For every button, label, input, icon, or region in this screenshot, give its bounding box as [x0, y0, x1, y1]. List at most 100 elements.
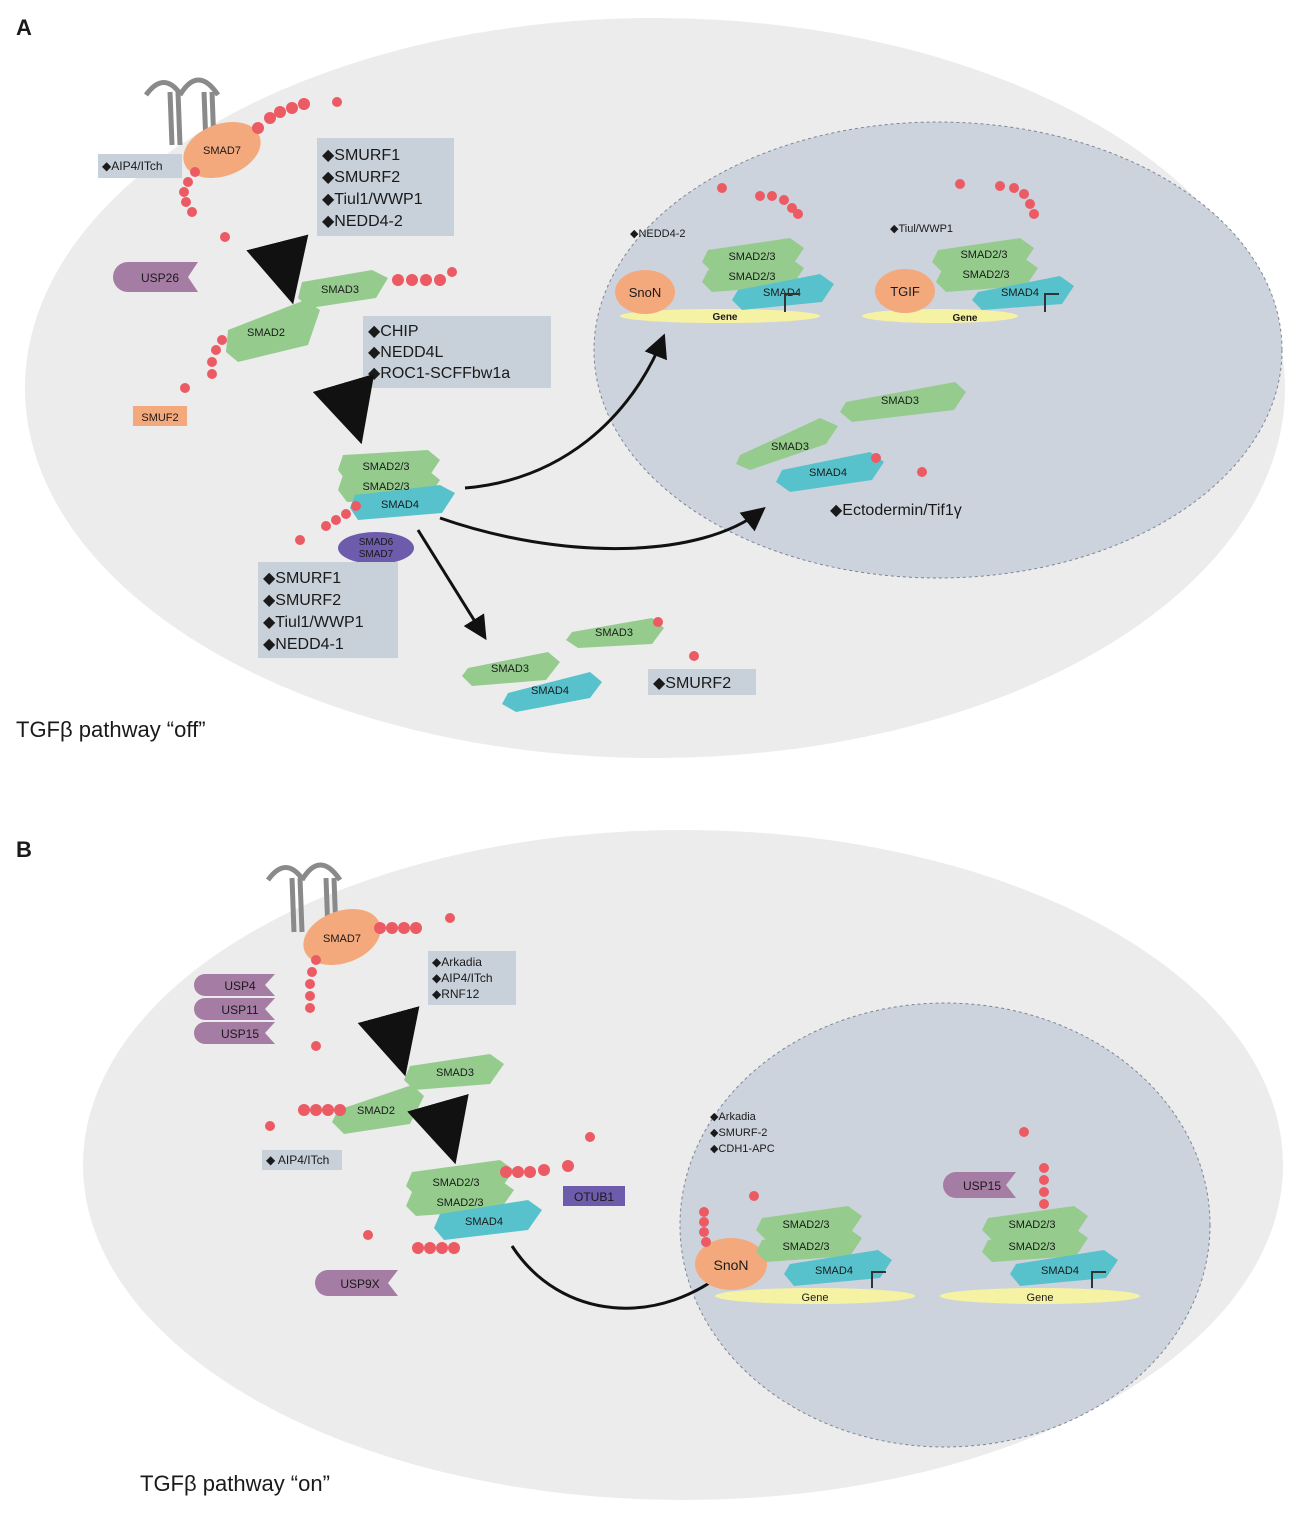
smad23-label: SMAD2/3	[782, 1219, 829, 1231]
list-item: ◆NEDD4-2	[322, 213, 403, 230]
smad4	[502, 672, 602, 712]
list-item: ◆Arkadia	[710, 1111, 757, 1123]
usp15	[943, 1172, 1016, 1198]
list-item: ◆RNF12	[432, 987, 480, 1001]
smad4-label: SMAD4	[1041, 1265, 1079, 1277]
list-item: ◆CDH1-APC	[710, 1143, 775, 1155]
smad23-label: SMAD2/3	[960, 249, 1007, 261]
arkadia-box	[428, 951, 516, 1005]
arrow-icon	[416, 529, 487, 641]
list-item: ◆Tiul1/WWP1	[322, 191, 423, 208]
panel-caption: TGFβ pathway “off”	[16, 717, 206, 742]
smad23-label: SMAD2/3	[962, 269, 1009, 281]
smad2	[332, 1085, 424, 1134]
smad23-label: SMAD2/3	[362, 481, 409, 493]
ub-icon	[689, 651, 699, 661]
smuf2	[133, 406, 187, 426]
smad23-label: SMAD2/3	[782, 1241, 829, 1253]
smad3-label: SMAD3	[321, 284, 359, 296]
list-item: ◆SMURF1	[322, 147, 400, 164]
smurf-box-top	[317, 138, 454, 236]
ubiquitin-chain	[180, 267, 457, 393]
ubiquitin-chain	[717, 179, 1039, 219]
smad7-label: SMAD7	[203, 145, 241, 157]
usp15-label: USP15	[963, 1179, 1001, 1193]
smad-complex	[982, 1206, 1118, 1286]
aip4-box	[262, 1150, 342, 1170]
tiul-note: ◆Tiul/WWP1	[890, 223, 953, 235]
chip-box	[363, 316, 551, 388]
otub1	[563, 1186, 625, 1206]
smad3-label: SMAD3	[771, 441, 809, 453]
ub-icon	[917, 467, 927, 477]
usp26	[113, 262, 198, 292]
usp9x-label: USP9X	[340, 1277, 379, 1291]
smad23-label: SMAD2/3	[1008, 1241, 1055, 1253]
ubiquitin-chain	[699, 1191, 759, 1247]
aip4-box	[98, 154, 182, 178]
smad-complex	[756, 1206, 892, 1286]
usp26-label: USP26	[141, 271, 179, 285]
smad4-label: SMAD4	[531, 685, 569, 697]
gene-bar	[715, 1288, 915, 1304]
smad4-label: SMAD4	[1001, 287, 1039, 299]
panel-a: A SMAD7 ◆AIP4/ITch ◆SMURF1 ◆SMURF2	[16, 15, 1285, 758]
ubiquitin-chain	[305, 913, 455, 1051]
smad4-label: SMAD4	[465, 1216, 503, 1228]
gene-label: Gene	[952, 313, 977, 324]
usp11-label: USP11	[221, 1003, 258, 1017]
nedd42-note: ◆NEDD4-2	[630, 228, 686, 240]
smurf-box-bottom	[258, 562, 398, 658]
list-item: ◆SMURF-2	[710, 1127, 767, 1139]
smad23-label: SMAD2/3	[728, 271, 775, 283]
panel-b: B SMAD7 ◆Arkadia ◆AIP4/ITch ◆RNF12 USP	[16, 830, 1283, 1500]
smuf2-label: SMUF2	[141, 412, 178, 424]
smad2	[226, 300, 320, 362]
smad4-label: SMAD4	[763, 287, 801, 299]
list-item: ◆NEDD4-1	[263, 636, 344, 653]
gene-bar	[940, 1288, 1140, 1304]
smad23-label: SMAD2/3	[1008, 1219, 1055, 1231]
arrow-icon	[439, 506, 766, 551]
smad67-label: SMAD7	[359, 549, 394, 560]
smad23-label: SMAD2/3	[728, 251, 775, 263]
snon	[615, 270, 675, 314]
panel-letter: A	[16, 15, 32, 40]
chip-box-list: ◆CHIP ◆NEDD4L ◆ROC1-SCFFbw1a	[368, 323, 510, 382]
gene-label: Gene	[712, 312, 737, 323]
smad-complex	[406, 1160, 542, 1240]
smurf2-box	[648, 669, 756, 695]
smad3-label: SMAD3	[595, 627, 633, 639]
ubiquitin-chain	[265, 1104, 346, 1131]
smad4-label: SMAD4	[815, 1265, 853, 1277]
smad3-label: SMAD3	[491, 663, 529, 675]
arrow-icon	[510, 1245, 737, 1310]
smad7-label: SMAD7	[323, 933, 361, 945]
list-item: ◆Arkadia	[432, 955, 482, 969]
panel-letter: B	[16, 837, 32, 862]
smad2-label: SMAD2	[247, 327, 285, 339]
smad7	[303, 908, 381, 966]
ubiquitin-chain	[1019, 1127, 1049, 1209]
usp9x	[315, 1270, 398, 1296]
smad6-smad7	[338, 532, 414, 564]
smad3	[462, 652, 560, 686]
smad3	[298, 270, 388, 308]
arrow-icon	[407, 1093, 469, 1165]
smad4-label: SMAD4	[381, 499, 419, 511]
list-item: ◆NEDD4L	[368, 344, 444, 361]
smad3	[404, 1054, 504, 1090]
smad-complex-nuclear	[736, 382, 966, 492]
smad23-label: SMAD2/3	[362, 461, 409, 473]
snon	[695, 1238, 767, 1290]
smad3-label: SMAD3	[436, 1067, 474, 1079]
aip4-label: ◆AIP4/ITch	[102, 159, 163, 173]
usp15-label: USP15	[221, 1027, 259, 1041]
list-item: ◆SMURF2	[322, 169, 400, 186]
smad67-label: SMAD6	[359, 537, 394, 548]
smad4-label: SMAD4	[809, 467, 847, 479]
snon-label: SnoN	[713, 1257, 748, 1273]
list-item: ◆AIP4/ITch	[432, 971, 493, 985]
usp-stack	[194, 974, 275, 1044]
